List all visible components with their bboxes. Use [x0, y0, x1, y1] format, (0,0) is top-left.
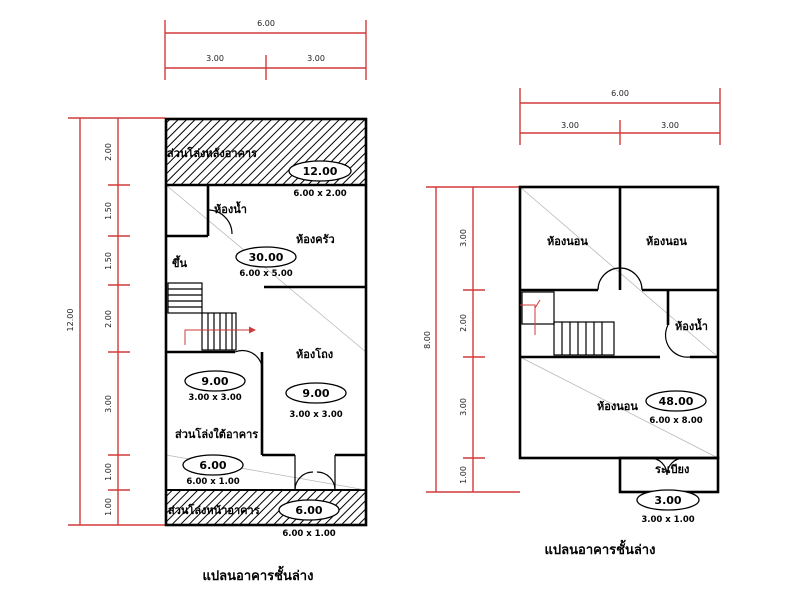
- svg-text:30.00: 30.00: [249, 251, 284, 264]
- plan1-area-2: 30.00 6.00 x 5.00: [235, 246, 297, 279]
- svg-text:6.00 x 8.00: 6.00 x 8.00: [649, 416, 702, 426]
- plan2-width-right: 3.00: [661, 121, 679, 130]
- plan1-seg-2: 1.50: [104, 202, 113, 220]
- plan2-seg-4: 1.00: [459, 466, 468, 484]
- plan2-seg-2: 2.00: [459, 314, 468, 332]
- plan1-seg-7: 1.00: [104, 498, 113, 516]
- plan2-staircase: [520, 291, 615, 356]
- plan2-title: แปลนอาคารชั้นล่าง: [545, 539, 656, 558]
- plan2-bedroom-1-label: ห้องนอน: [547, 235, 588, 248]
- plan1-staircase: [167, 282, 256, 351]
- svg-text:6.00: 6.00: [295, 504, 322, 517]
- plan1-seg-3: 1.50: [104, 252, 113, 270]
- svg-text:3.00 x 1.00: 3.00 x 1.00: [641, 515, 694, 525]
- plan1-area-5: 6.00 6.00 x 1.00: [182, 454, 244, 487]
- svg-text:3.00 x 3.00: 3.00 x 3.00: [188, 393, 241, 403]
- svg-text:6.00 x 1.00: 6.00 x 1.00: [186, 477, 239, 487]
- plan1-rear-open-label: ส่วนโล่งหลังอาคาร: [167, 146, 257, 160]
- svg-text:6.00 x 5.00: 6.00 x 5.00: [239, 269, 292, 279]
- plan-1: 6.00 3.00 3.00 12.00 2.00 1.50 1.50 2.00…: [66, 19, 368, 584]
- plan1-under-label: ส่วนโล่งใต้อาคาร: [175, 427, 258, 441]
- plan1-bathroom-label: ห้องน้ำ: [214, 201, 247, 216]
- plan2-width-left: 3.00: [561, 121, 579, 130]
- svg-text:9.00: 9.00: [302, 387, 329, 400]
- svg-text:6.00 x 2.00: 6.00 x 2.00: [293, 189, 346, 199]
- svg-text:9.00: 9.00: [201, 375, 228, 388]
- svg-text:6.00 x 1.00: 6.00 x 1.00: [282, 529, 335, 539]
- plan1-area-1: 12.00 6.00 x 2.00: [288, 160, 352, 199]
- plan1-area-6: 6.00 6.00 x 1.00: [278, 499, 340, 539]
- plan2-bedroom-2-label: ห้องนอน: [646, 235, 687, 248]
- plan1-outline: [164, 117, 368, 527]
- plan1-seg-6: 1.00: [104, 463, 113, 481]
- plan2-seg-3: 3.00: [459, 398, 468, 416]
- plan1-height-total: 12.00: [66, 309, 75, 332]
- plan2-top-dimensions: 6.00 3.00 3.00: [519, 88, 721, 145]
- plan1-area-4: 9.00 3.00 x 3.00: [285, 382, 347, 420]
- plan2-width-total: 6.00: [611, 89, 629, 98]
- svg-text:12.00: 12.00: [303, 165, 338, 178]
- plan1-stair-label: ขึ้น: [172, 255, 188, 270]
- plan1-seg-4: 2.00: [104, 310, 113, 328]
- plan2-area-1: 48.00 6.00 x 8.00: [645, 390, 707, 426]
- plan1-front-open-label: ส่วนโล่งหน้าอาคาร: [168, 503, 260, 517]
- plan1-hall-label: ห้องโถง: [296, 347, 333, 361]
- plan1-seg-1: 2.00: [104, 143, 113, 161]
- svg-text:3.00 x 3.00: 3.00 x 3.00: [289, 410, 342, 420]
- plan1-title: แปลนอาคารชั้นล่าง: [203, 565, 314, 584]
- svg-text:3.00: 3.00: [654, 494, 681, 507]
- plan1-width-left: 3.00: [206, 54, 224, 63]
- plan1-area-3: 9.00 3.00 x 3.00: [184, 370, 246, 403]
- svg-text:48.00: 48.00: [659, 395, 694, 408]
- svg-text:6.00: 6.00: [199, 459, 226, 472]
- plan1-width-right: 3.00: [307, 54, 325, 63]
- plan2-balcony-label: ระเบียง: [655, 463, 689, 476]
- plan2-bathroom-label: ห้องน้ำ: [675, 318, 708, 333]
- plan1-top-dimensions: 6.00 3.00 3.00: [164, 19, 367, 80]
- plan2-left-dimensions: 8.00 3.00 2.00 3.00 1.00: [423, 186, 520, 493]
- plan1-kitchen-label: ห้องครัว: [296, 233, 335, 246]
- plan2-bedroom-3-label: ห้องนอน: [597, 400, 638, 413]
- plan2-height-total: 8.00: [423, 331, 432, 349]
- plan1-left-dimensions: 12.00 2.00 1.50 1.50 2.00 3.00 1.00 1.00: [66, 117, 165, 526]
- plan-2: 6.00 3.00 3.00 8.00 3.00 2.00 3.00 1.00: [423, 88, 721, 558]
- plan1-seg-5: 3.00: [104, 395, 113, 413]
- plan2-area-2: 3.00 3.00 x 1.00: [636, 489, 700, 525]
- plan2-seg-1: 3.00: [459, 229, 468, 247]
- plan1-width-total: 6.00: [257, 19, 275, 28]
